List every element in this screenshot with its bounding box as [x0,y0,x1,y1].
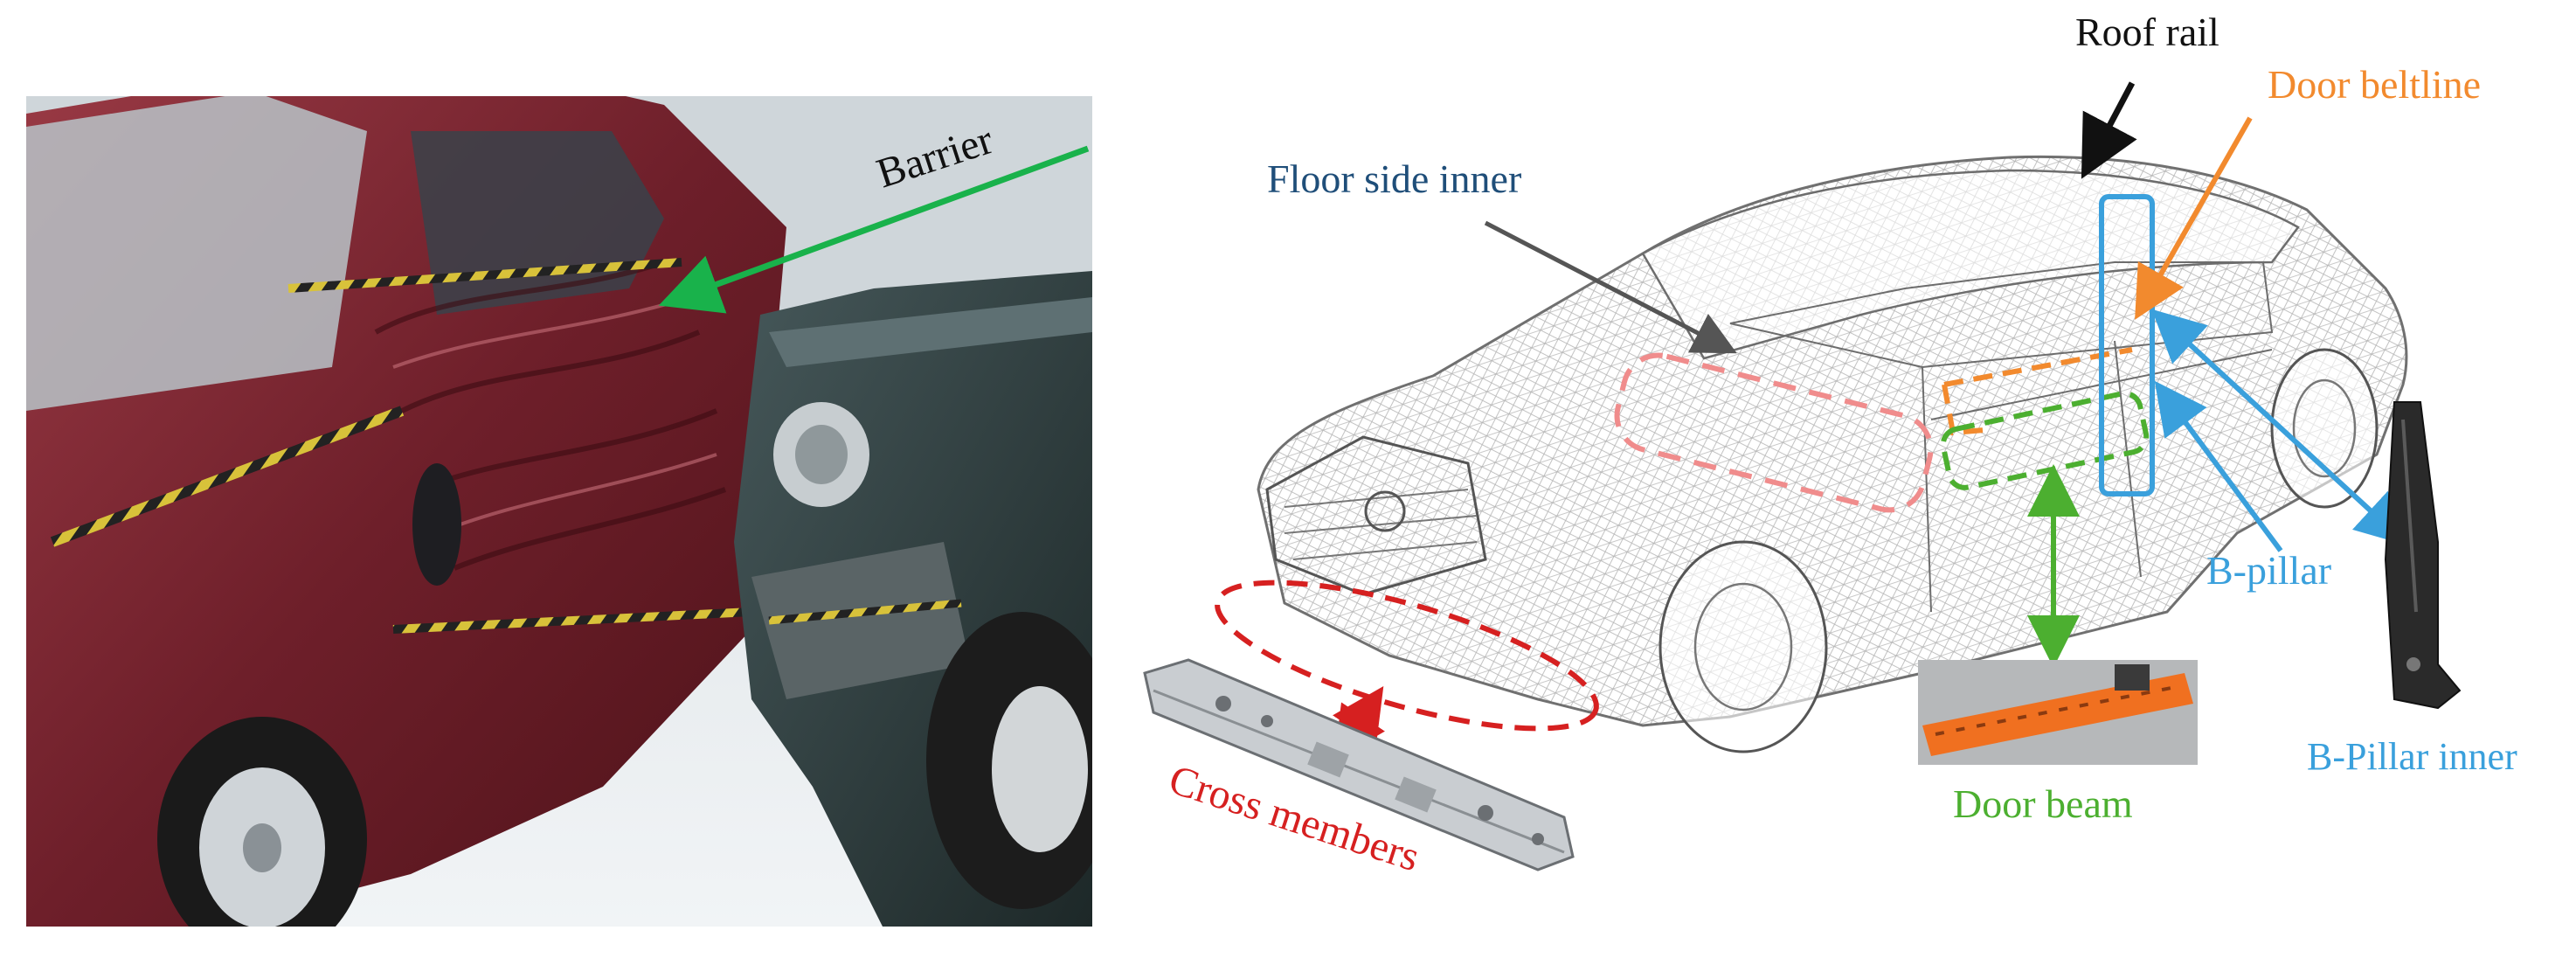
floor-side-inner-highlight [1614,352,1934,513]
front-wheel [1658,540,1828,753]
floor-side-inner-arrow [1484,220,1737,354]
floor-side-inner-label: Floor side inner [1267,156,1521,201]
cross-members-part [1143,658,1575,871]
b-pillar-arrow-1 [2151,309,2409,546]
crash-photo [26,96,1092,927]
wireframe-car [1257,155,2408,753]
b-pillar-arrow-2 [2154,380,2283,552]
roof-rail-label: Roof rail [2075,10,2219,54]
door-beam-label: Door beam [1953,781,2133,826]
b-pillar-inner-part [2384,401,2462,710]
door-beam-part [1918,660,2198,765]
door-beltline-label: Door beltline [2268,62,2481,107]
roof-rail-arrow [2081,81,2137,179]
barrier-arrow [658,145,1090,314]
door-beltline-arrow [2135,116,2253,320]
rear-wheel [2270,348,2379,509]
b-pillar-inner-label: B-Pillar inner [2307,735,2517,778]
b-pillar-label: B-pillar [2206,548,2331,593]
cross-members-highlight [1215,580,1599,732]
